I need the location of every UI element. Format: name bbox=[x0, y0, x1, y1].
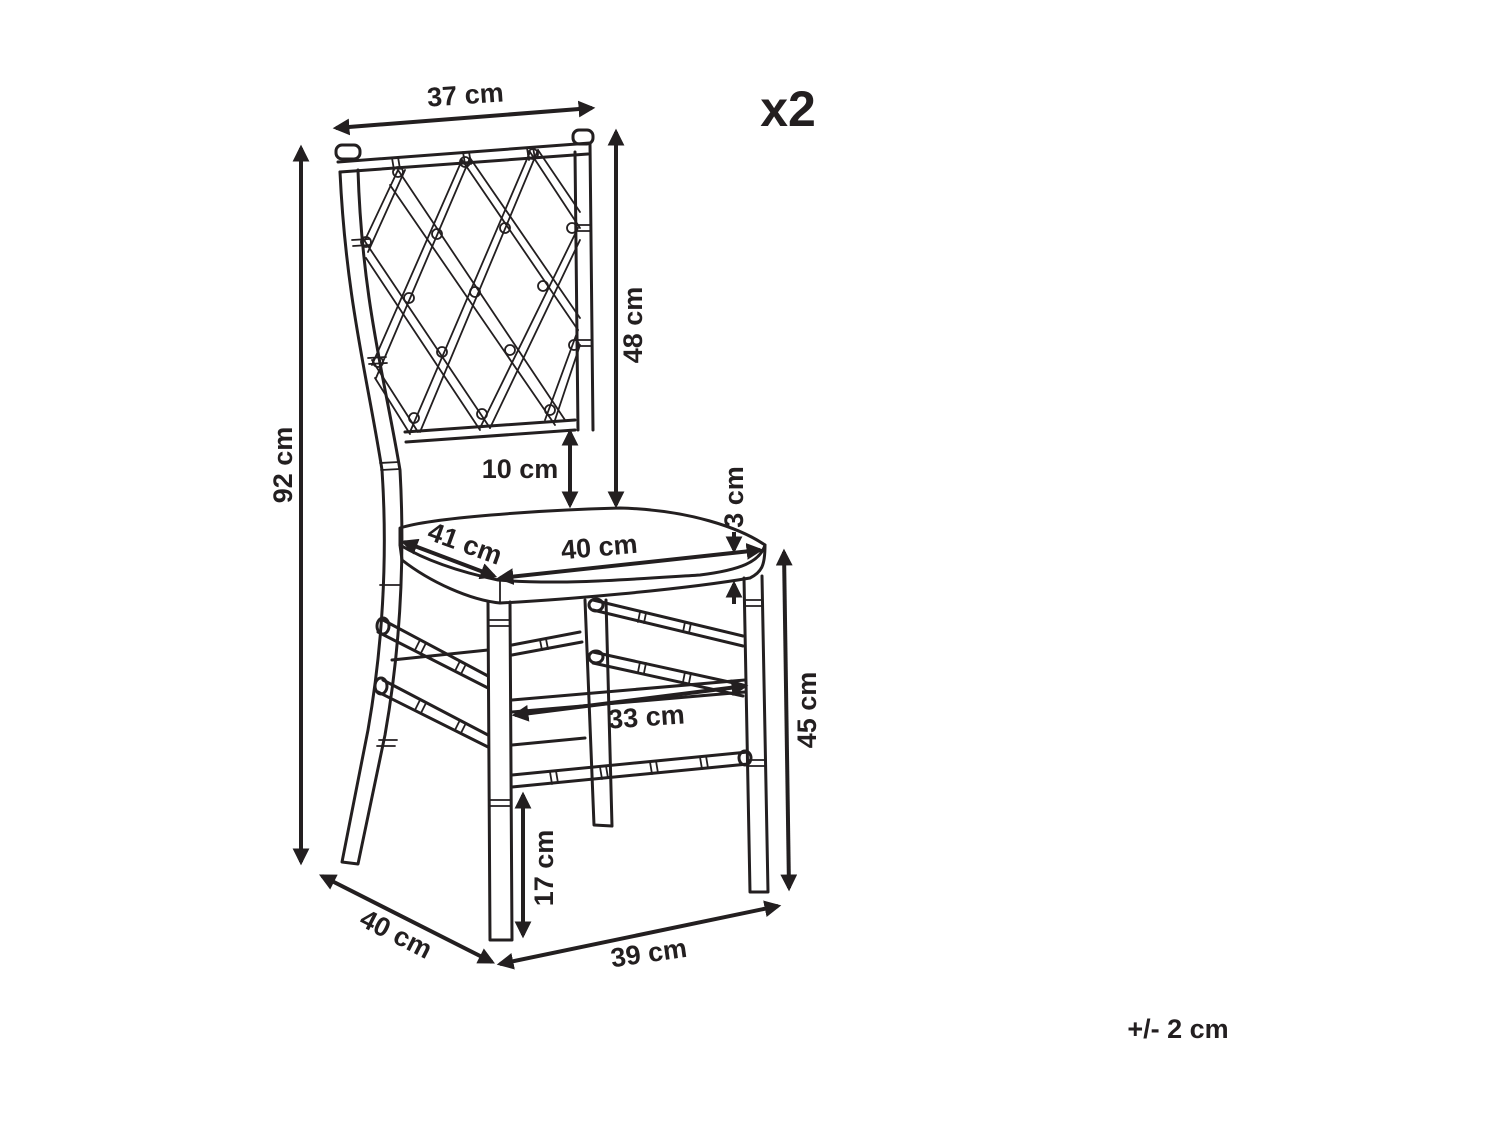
label-total-height: 92 cm bbox=[268, 427, 298, 504]
label-cushion-thickness: 3 cm bbox=[719, 466, 749, 528]
right-back-post bbox=[573, 141, 595, 432]
label-backrest-width: 37 cm bbox=[426, 77, 504, 112]
arrow-stretcher-width bbox=[511, 679, 749, 722]
label-stretcher-height: 17 cm bbox=[529, 830, 559, 907]
dimension-arrows bbox=[292, 100, 798, 970]
front-right-leg bbox=[742, 574, 770, 894]
label-backrest-gap: 10 cm bbox=[482, 454, 559, 484]
quantity-label: x2 bbox=[760, 81, 816, 137]
chair-illustration bbox=[334, 128, 770, 942]
left-back-post bbox=[338, 168, 404, 866]
arrow-seat-depth bbox=[400, 538, 498, 580]
label-seat-height: 45 cm bbox=[792, 672, 822, 749]
arrow-base-depth bbox=[319, 874, 495, 964]
front-left-leg bbox=[486, 600, 514, 942]
backrest-bottom-rail bbox=[403, 418, 577, 444]
label-stretcher-width: 33 cm bbox=[607, 699, 685, 734]
label-backrest-height: 48 cm bbox=[618, 287, 648, 364]
dimension-labels: 37 cm 92 cm 48 cm 10 cm 41 cm 40 cm 3 cm… bbox=[268, 77, 1229, 1044]
backrest-top-rail bbox=[334, 128, 595, 174]
arrow-seat-width bbox=[496, 543, 764, 585]
tolerance-label: +/- 2 cm bbox=[1127, 1014, 1228, 1044]
arrow-seat-height bbox=[775, 548, 798, 892]
arrow-base-width bbox=[496, 900, 782, 970]
label-seat-width: 40 cm bbox=[560, 529, 639, 566]
lattice-backrest bbox=[360, 148, 581, 435]
arrow-backrest-width bbox=[332, 100, 596, 136]
